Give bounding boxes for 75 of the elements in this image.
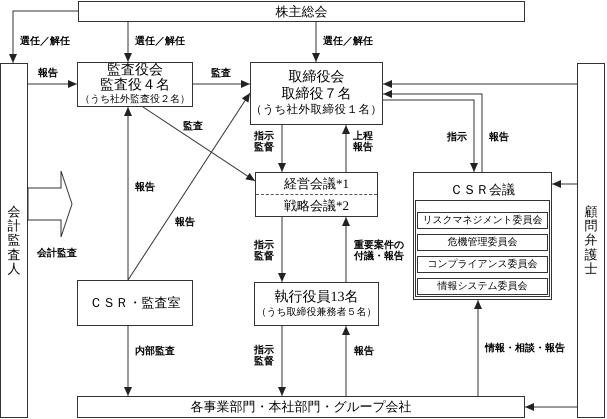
node-title: 各事業部門・本社部門・グループ会社	[190, 399, 412, 415]
edge-label: 指示監督	[254, 240, 274, 262]
arrow	[524, 403, 578, 411]
arrow	[552, 180, 578, 188]
arrow	[124, 326, 132, 396]
node-title: 危機管理委員会	[448, 236, 518, 249]
vertical-box	[0, 63, 28, 418]
arrow	[382, 80, 578, 88]
node-title: 顧問弁護士	[584, 204, 598, 276]
arrow	[278, 216, 286, 282]
node-title: ＣＳＲ・監査室	[90, 295, 180, 311]
committee-box	[417, 234, 548, 251]
edge-label: 選任／解任	[135, 36, 185, 47]
committee-box	[417, 278, 548, 295]
node-text: 取締役７名	[282, 86, 352, 103]
node-title: 経営会議*1	[284, 176, 349, 192]
node-title: 執行役員13名	[274, 288, 358, 306]
node-title: ＣＳＲ会議	[450, 182, 515, 198]
edge-label: 報告	[38, 68, 58, 79]
node-title: 情報システム委員会	[438, 280, 528, 293]
block-arrow	[28, 170, 73, 238]
node-text: （うち社外監査役２名）	[80, 93, 190, 106]
committee-box	[417, 212, 548, 229]
arrow	[474, 300, 482, 396]
vertical-box	[577, 63, 605, 418]
node-title: 株主総会	[276, 4, 328, 20]
org-box	[254, 282, 379, 326]
edge-label: 内部監査	[135, 346, 175, 357]
node-text: 監査役４名	[100, 78, 170, 93]
arrow	[342, 124, 350, 172]
arrow	[312, 22, 320, 62]
org-box	[250, 62, 383, 125]
edge-label: 監査	[183, 121, 203, 132]
committee-group-box	[413, 172, 552, 300]
org-box	[78, 1, 525, 22]
org-box	[77, 62, 193, 107]
arrow	[28, 80, 78, 88]
org-box	[77, 280, 193, 326]
edge-label: 上程報告	[353, 131, 373, 153]
edge-label: 指示監督	[254, 345, 274, 367]
node-text: （うち社外取締役１名）	[250, 103, 382, 118]
arrow	[124, 22, 132, 62]
arrow	[124, 106, 132, 280]
node-title: 会計監査人	[8, 204, 20, 276]
node-title: コンプライアンス委員会	[428, 258, 538, 271]
arrow	[342, 216, 350, 282]
edge-label: 報告	[175, 217, 195, 228]
arrow	[128, 92, 250, 280]
arrow	[142, 106, 256, 182]
arrow	[342, 326, 350, 396]
edge-label: 報告	[354, 346, 374, 357]
edge-label: 会計監査	[37, 248, 77, 259]
node-text: 戦略会議*2	[284, 198, 349, 214]
edge-label: 指示	[447, 132, 467, 143]
edge-label: 指示監督	[254, 131, 274, 153]
edge-label: 報告	[135, 182, 155, 193]
meeting-box	[255, 172, 378, 217]
arrow	[382, 100, 478, 172]
node-text: （うち取締役兼務者５名）	[256, 306, 376, 320]
node-title: 監査役会	[107, 63, 163, 78]
edge-label: 選任／解任	[323, 36, 373, 47]
edge-label: 報告	[489, 132, 509, 143]
arrow	[9, 10, 78, 64]
arrow	[278, 326, 286, 396]
edge-label: 選任／解任	[20, 36, 70, 47]
edge-label: 重要案件の付議・報告	[354, 240, 404, 262]
arrow	[192, 80, 250, 88]
arrow	[278, 124, 286, 172]
org-box	[77, 396, 525, 418]
node-title: リスクマネジメント委員会	[422, 214, 542, 227]
edge-label: 監査	[211, 68, 231, 79]
edge-label: 情報・相談・報告	[485, 343, 565, 354]
arrow	[382, 90, 482, 172]
node-title: 取締役会	[288, 69, 344, 86]
committee-box	[417, 256, 548, 273]
